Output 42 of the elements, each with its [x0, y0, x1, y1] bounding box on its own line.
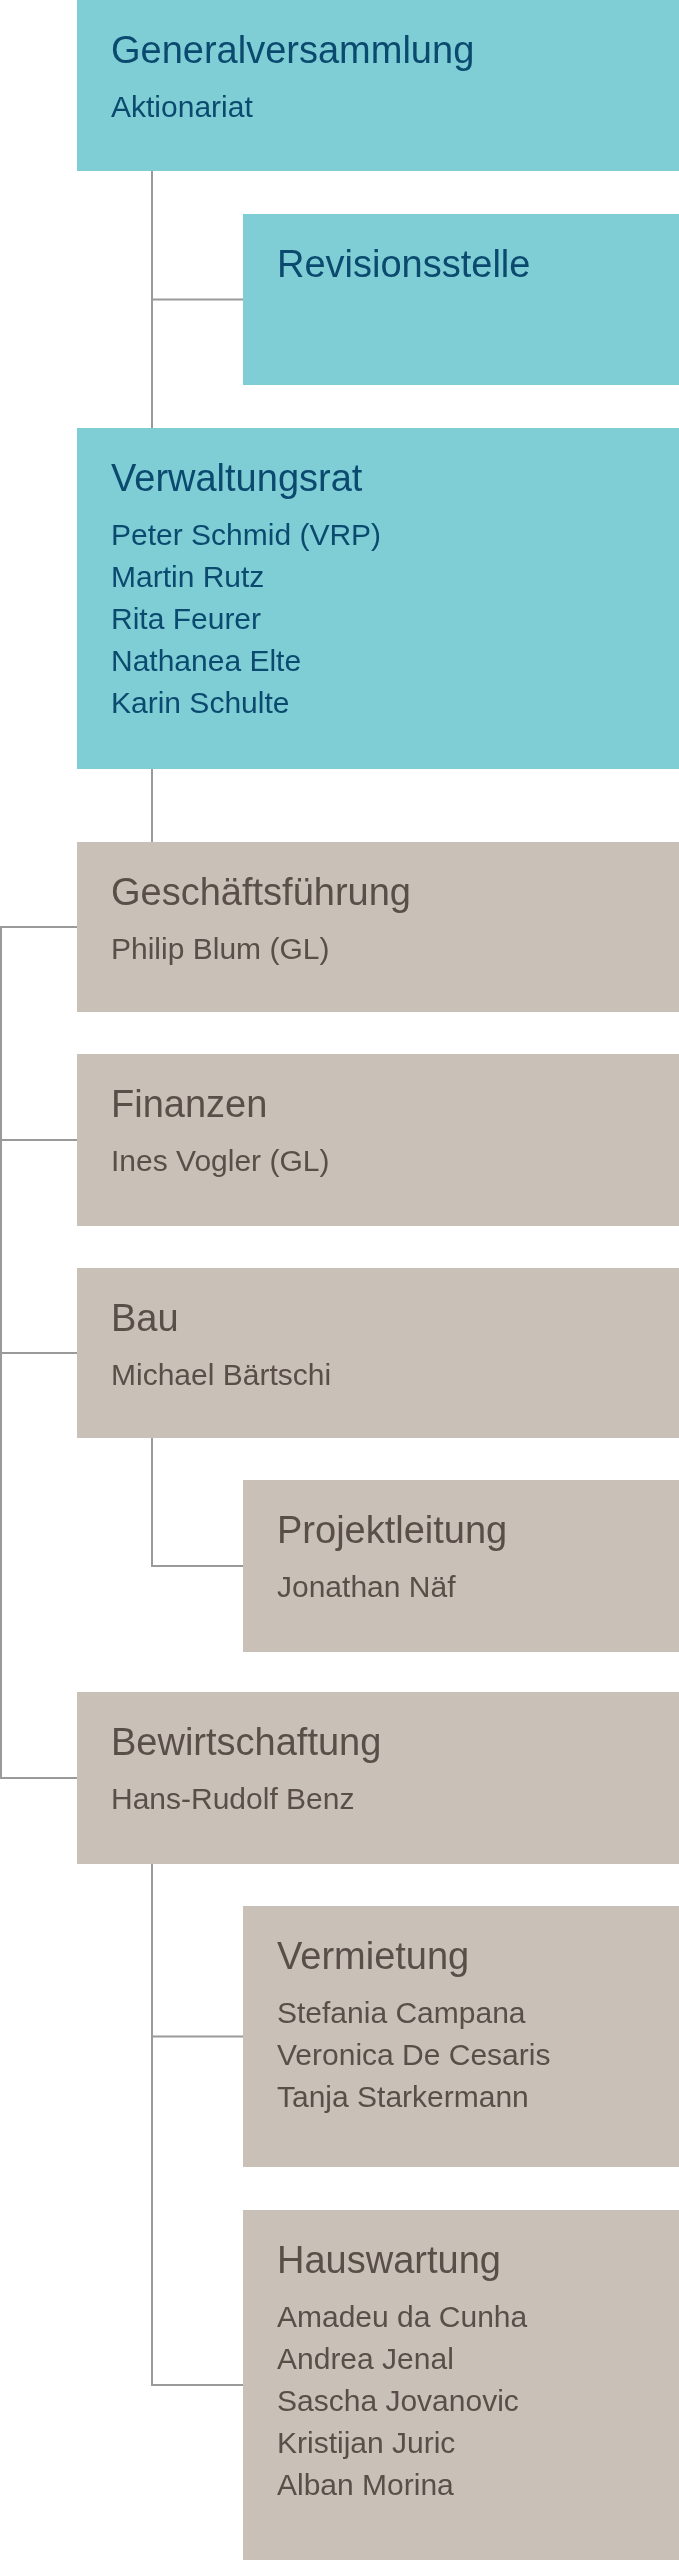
member-name: Veronica De Cesaris	[277, 2037, 552, 2073]
org-unit-box	[77, 428, 679, 769]
member-name: Rita Feurer	[111, 601, 263, 637]
member-name: Ines Vogler (GL)	[111, 1143, 331, 1179]
member-name: Andrea Jenal	[277, 2341, 455, 2377]
member-name: Tanja Starkermann	[277, 2079, 530, 2115]
unit-heading: Projektleitung	[277, 1508, 509, 1553]
member-name: Stefania Campana	[277, 1995, 527, 2031]
member-name: Philip Blum (GL)	[111, 931, 331, 967]
member-name: Aktionariat	[111, 89, 254, 125]
org-unit-box	[243, 1906, 679, 2167]
connector-line	[151, 170, 153, 429]
member-name: Alban Morina	[277, 2467, 455, 2503]
member-name: Peter Schmid (VRP)	[111, 517, 383, 553]
unit-heading: Revisionsstelle	[277, 242, 532, 287]
unit-heading: Verwaltungsrat	[111, 456, 364, 501]
unit-heading: Bewirtschaftung	[111, 1720, 383, 1765]
org-unit-box	[77, 842, 679, 1012]
unit-heading: Geschäftsführung	[111, 870, 412, 915]
org-unit-box	[77, 1268, 679, 1438]
member-name: Nathanea Elte	[111, 643, 303, 679]
org-unit-box	[243, 1480, 679, 1652]
connector-line	[151, 768, 153, 843]
member-name: Amadeu da Cunha	[277, 2299, 529, 2335]
org-unit-box	[243, 2210, 679, 2560]
unit-heading: Bau	[111, 1296, 180, 1341]
member-name: Michael Bärtschi	[111, 1357, 333, 1393]
member-name: Kristijan Juric	[277, 2425, 457, 2461]
unit-heading: Generalversammlung	[111, 28, 476, 73]
unit-heading: Hauswartung	[277, 2238, 502, 2283]
unit-heading: Finanzen	[111, 1082, 269, 1127]
member-name: Sascha Jovanovic	[277, 2383, 520, 2419]
member-name: Hans-Rudolf Benz	[111, 1781, 356, 1817]
member-name: Karin Schulte	[111, 685, 291, 721]
org-unit-box	[243, 214, 679, 385]
org-unit-box	[77, 1692, 679, 1864]
member-name: Jonathan Näf	[277, 1569, 457, 1605]
org-unit-box	[77, 1054, 679, 1226]
member-name: Martin Rutz	[111, 559, 266, 595]
connector-line	[151, 1437, 244, 1567]
unit-heading: Vermietung	[277, 1934, 471, 1979]
org-unit-box	[77, 0, 679, 171]
